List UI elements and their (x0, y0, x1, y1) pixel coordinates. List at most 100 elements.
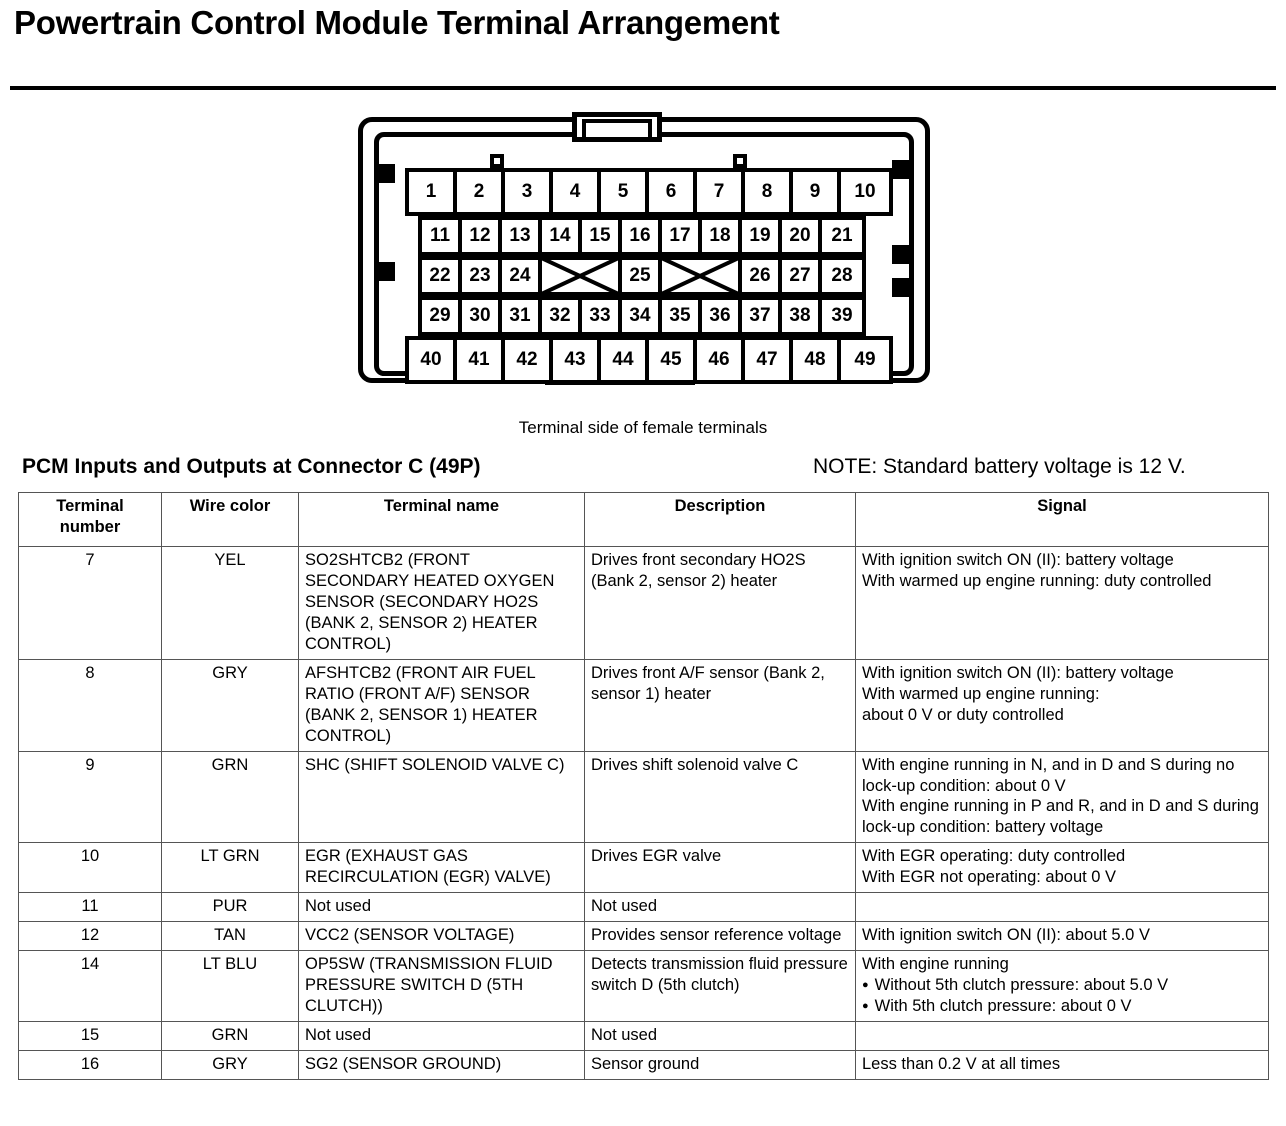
pin-cell[interactable]: 27 (782, 260, 822, 292)
cell-description: Drives front A/F sensor (Bank 2, sensor … (584, 658, 856, 752)
signal-line: With EGR operating: duty controlled (862, 847, 1126, 866)
pin-cell[interactable]: 16 (622, 220, 662, 252)
pin-cell[interactable]: 46 (697, 340, 745, 380)
pin-cell[interactable]: 10 (841, 172, 889, 212)
cell-terminal-name: Not used (298, 1021, 585, 1052)
pin-cell[interactable]: 1 (409, 172, 457, 212)
signal-bullet-line: With 5th clutch pressure: about 0 V (862, 996, 1262, 1017)
signal-line: With EGR not operating: about 0 V (862, 868, 1117, 887)
pin-cell[interactable]: 25 (622, 260, 662, 292)
connector-top-notch-1 (490, 154, 504, 168)
pin-cell[interactable]: 11 (422, 220, 462, 252)
pin-cell[interactable]: 15 (582, 220, 622, 252)
pin-cell[interactable]: 36 (702, 300, 742, 332)
pin-cell[interactable]: 20 (782, 220, 822, 252)
cell-signal: With ignition switch ON (II): about 5.0 … (855, 921, 1269, 952)
pin-cell[interactable]: 34 (622, 300, 662, 332)
connector-right-nub-3 (892, 278, 911, 297)
cell-signal: With ignition switch ON (II): battery vo… (855, 658, 1269, 752)
signal-line: With warmed up engine running: duty cont… (862, 571, 1212, 590)
cell-terminal-name: SHC (SHIFT SOLENOID VALVE C) (298, 750, 585, 844)
pin-cell[interactable]: 33 (582, 300, 622, 332)
column-header-terminal-name: Terminal name (298, 492, 585, 547)
pin-cell[interactable]: 28 (822, 260, 862, 292)
pin-cell[interactable]: 49 (841, 340, 889, 380)
pin-cell[interactable]: 44 (601, 340, 649, 380)
cell-description: Sensor ground (584, 1050, 856, 1080)
pin-cell[interactable]: 9 (793, 172, 841, 212)
pin-cell[interactable]: 30 (462, 300, 502, 332)
connector-top-tab-inner (582, 119, 652, 141)
pin-cell[interactable]: 23 (462, 260, 502, 292)
signal-line: With engine running (862, 955, 1009, 974)
pin-cell[interactable]: 42 (505, 340, 553, 380)
pin-cell[interactable]: 13 (502, 220, 542, 252)
pin-cell[interactable]: 45 (649, 340, 697, 380)
signal-line: With ignition switch ON (II): battery vo… (862, 551, 1174, 569)
pin-cell[interactable]: 21 (822, 220, 862, 252)
pin-cell[interactable]: 32 (542, 300, 582, 332)
terminal-number-line2: number (59, 517, 121, 536)
cell-terminal-name: EGR (EXHAUST GAS RECIRCULATION (EGR) VAL… (298, 842, 585, 894)
cell-wire-color: TAN (161, 921, 299, 952)
pin-cell[interactable]: 19 (742, 220, 782, 252)
pin-cell[interactable]: 6 (649, 172, 697, 212)
connector-top-notch-2 (733, 154, 747, 168)
pin-cell[interactable]: 40 (409, 340, 457, 380)
pcm-io-table: Terminal number Wire color Terminal name… (18, 492, 1269, 1080)
signal-line: Less than 0.2 V at all times (862, 1055, 1061, 1074)
pin-cell[interactable]: 18 (702, 220, 742, 252)
pin-cell[interactable]: 5 (601, 172, 649, 212)
cell-terminal-name: OP5SW (TRANSMISSION FLUID PRESSURE SWITC… (298, 950, 585, 1023)
connector-diagram: 1 2 3 4 5 6 7 8 9 10 11 12 13 14 15 16 1… (350, 112, 950, 402)
cell-signal: With engine running in N, and in D and S… (855, 750, 1269, 844)
pin-cell[interactable]: 29 (422, 300, 462, 332)
pin-cell[interactable]: 26 (742, 260, 782, 292)
section-heading: PCM Inputs and Outputs at Connector C (4… (22, 455, 481, 478)
connector-left-nub-1 (376, 164, 395, 183)
cell-description: Drives EGR valve (584, 842, 856, 894)
cell-terminal-number: 10 (18, 842, 162, 894)
pin-cell[interactable]: 38 (782, 300, 822, 332)
pin-cell[interactable]: 39 (822, 300, 862, 332)
pin-cell[interactable]: 2 (457, 172, 505, 212)
signal-line: With engine running in P and R, and in D… (862, 797, 1259, 837)
signal-bullet-line: Without 5th clutch pressure: about 5.0 V (862, 975, 1262, 996)
pin-cell-unused-crossed (662, 260, 742, 292)
cell-wire-color: GRY (161, 658, 299, 752)
pin-cell[interactable]: 24 (502, 260, 542, 292)
pin-row-a: 1 2 3 4 5 6 7 8 9 10 (405, 168, 893, 216)
cell-description: Not used (584, 1021, 856, 1052)
pin-cell[interactable]: 35 (662, 300, 702, 332)
pin-cell[interactable]: 3 (505, 172, 553, 212)
cell-terminal-number: 16 (18, 1050, 162, 1080)
pin-cell[interactable]: 43 (553, 340, 601, 380)
signal-line: With warmed up engine running: (862, 684, 1100, 703)
pin-cell[interactable]: 41 (457, 340, 505, 380)
cell-signal (855, 1021, 1269, 1052)
pin-cell[interactable]: 14 (542, 220, 582, 252)
pin-cell[interactable]: 8 (745, 172, 793, 212)
column-header-wire-color: Wire color (161, 492, 299, 547)
pin-cell[interactable]: 4 (553, 172, 601, 212)
pin-cell[interactable]: 31 (502, 300, 542, 332)
pin-cell[interactable]: 37 (742, 300, 782, 332)
connector-right-nub-2 (892, 245, 911, 264)
pin-cell[interactable]: 17 (662, 220, 702, 252)
pin-cell[interactable]: 48 (793, 340, 841, 380)
pin-cell[interactable]: 7 (697, 172, 745, 212)
table-header-row: Terminal number Wire color Terminal name… (18, 492, 1269, 547)
cell-terminal-number: 14 (18, 950, 162, 1023)
signal-line: With engine running in N, and in D and S… (862, 755, 1235, 795)
cell-description: Detects transmission fluid pressure swit… (584, 950, 856, 1023)
pin-cell[interactable]: 12 (462, 220, 502, 252)
pin-cell[interactable]: 22 (422, 260, 462, 292)
pin-cell[interactable]: 47 (745, 340, 793, 380)
cell-signal (855, 892, 1269, 923)
signal-line: With ignition switch ON (II): about 5.0 … (862, 926, 1150, 945)
